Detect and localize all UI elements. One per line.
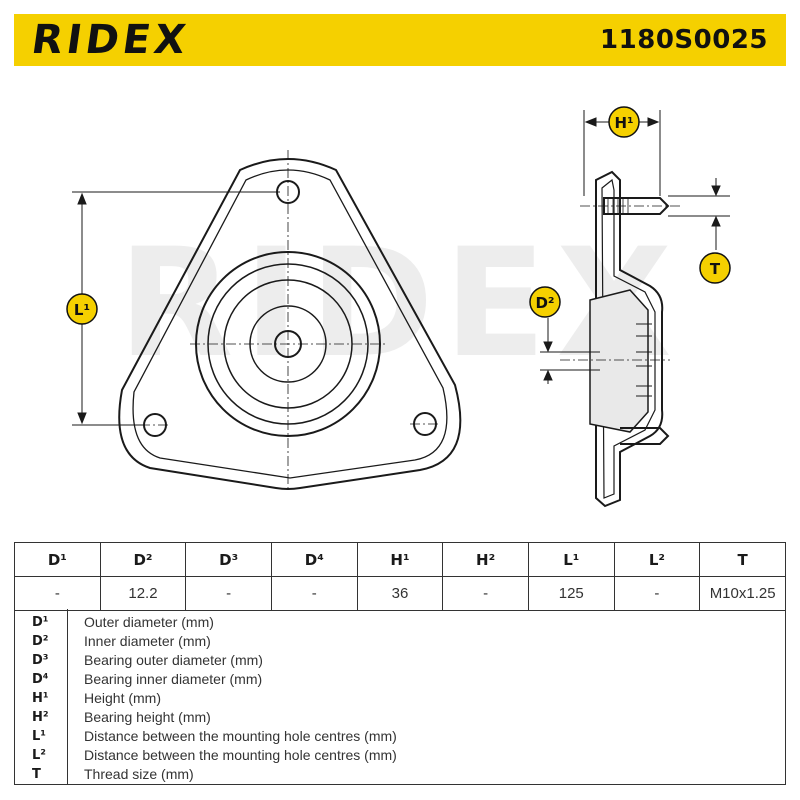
stud-upper (603, 197, 670, 215)
spec-value-d3: - (185, 576, 272, 611)
legend-key: D² (32, 633, 49, 649)
spec-value-t: M10x1.25 (699, 576, 786, 611)
legend-key: L² (32, 747, 46, 763)
d2-dimension (540, 318, 600, 384)
legend-desc: Inner diameter (mm) (84, 633, 211, 649)
spec-value-l1: 125 (527, 576, 615, 611)
spec-value-d1: - (14, 576, 101, 611)
spec-header-row: D¹ D² D³ D⁴ H¹ H² L¹ L² T (14, 542, 786, 577)
legend: D¹ Outer diameter (mm) D² Inner diameter… (14, 609, 786, 785)
l1-dimension (72, 191, 280, 426)
t-badge (699, 252, 731, 284)
legend-key: D¹ (32, 614, 49, 630)
legend-item: L¹ Distance between the mounting hole ce… (15, 727, 785, 745)
legend-key: D³ (32, 652, 49, 668)
spec-header-h1: H¹ (356, 542, 444, 577)
mount-inner-outline (132, 169, 448, 479)
legend-desc: Bearing outer diameter (mm) (84, 652, 263, 668)
spec-header-l2: L² (613, 542, 701, 577)
h1-label: H¹ (614, 114, 633, 132)
spec-header-l1: L¹ (527, 542, 615, 577)
legend-desc: Bearing height (mm) (84, 709, 211, 725)
d2-badge (529, 286, 561, 318)
legend-item: L² Distance between the mounting hole ce… (15, 746, 785, 764)
legend-desc: Thread size (mm) (84, 766, 194, 782)
legend-item: H¹ Height (mm) (15, 689, 785, 707)
spec-header-d1: D¹ (14, 542, 101, 577)
legend-item: D³ Bearing outer diameter (mm) (15, 651, 785, 669)
side-plate-inner (601, 178, 656, 499)
spec-value-l2: - (613, 576, 701, 611)
spec-header-d4: D⁴ (270, 542, 358, 577)
spec-value-h1: 36 (356, 576, 444, 611)
spec-header-h2: H² (442, 542, 529, 577)
spec-header-d3: D³ (185, 542, 272, 577)
spec-header-d2: D² (99, 542, 187, 577)
legend-desc: Bearing inner diameter (mm) (84, 671, 263, 687)
spec-value-row: - 12.2 - - 36 - 125 - M10x1.25 (14, 576, 786, 611)
legend-key: H¹ (32, 690, 49, 706)
legend-desc: Distance between the mounting hole centr… (84, 728, 397, 744)
side-center-lines (560, 205, 680, 361)
legend-divider (67, 609, 68, 784)
legend-item: D² Inner diameter (mm) (15, 632, 785, 650)
t-label: T (710, 260, 721, 278)
d2-label: D² (535, 294, 554, 312)
legend-key: T (32, 766, 41, 782)
spec-value-d2: 12.2 (99, 576, 187, 611)
part-number: 1180S0025 (600, 25, 768, 55)
mount-outline (118, 158, 462, 490)
l1-label: L¹ (74, 301, 90, 319)
legend-key: L¹ (32, 728, 46, 744)
t-dimension (668, 178, 730, 250)
legend-key: H² (32, 709, 49, 725)
header-bar: RIDEX 1180S0025 (14, 14, 786, 66)
legend-key: D⁴ (32, 671, 49, 687)
legend-desc: Height (mm) (84, 690, 162, 706)
legend-desc: Outer diameter (mm) (84, 614, 214, 630)
legend-item: T Thread size (mm) (15, 765, 785, 783)
l1-badge (66, 293, 98, 325)
spec-value-h2: - (442, 576, 529, 611)
stud-lower (620, 427, 670, 445)
legend-item: D¹ Outer diameter (mm) (15, 613, 785, 631)
legend-item: H² Bearing height (mm) (15, 708, 785, 726)
spec-value-d4: - (270, 576, 358, 611)
center-lines (140, 150, 440, 492)
spec-header-t: T (699, 542, 786, 577)
technical-drawing: RIDEX L¹ (66, 106, 731, 508)
rubber-insert (589, 289, 649, 433)
legend-item: D⁴ Bearing inner diameter (mm) (15, 670, 785, 688)
brand-logo: RIDEX (28, 17, 193, 63)
spec-table: D¹ D² D³ D⁴ H¹ H² L¹ L² T - 12.2 - - 36 … (14, 542, 786, 611)
h1-badge (608, 106, 640, 138)
legend-desc: Distance between the mounting hole centr… (84, 747, 397, 763)
side-plate (595, 170, 664, 508)
